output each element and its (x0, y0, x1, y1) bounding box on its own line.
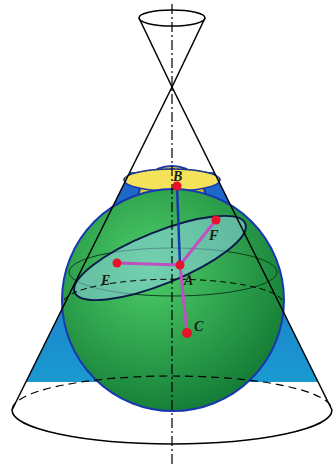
large-sphere (62, 189, 284, 411)
point-label: E (101, 274, 110, 288)
cutting-plane (65, 199, 255, 316)
axis (171, 4, 172, 466)
point-label: B (173, 170, 182, 184)
point-label: F (209, 229, 218, 243)
point-label: C (194, 320, 203, 334)
point-label: A (184, 274, 193, 288)
